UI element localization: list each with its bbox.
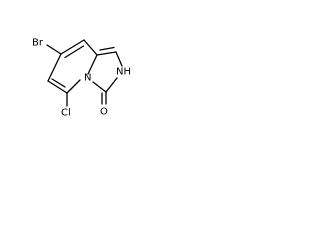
bond-c8-c8a xyxy=(83,39,98,56)
bond-c1-n2 xyxy=(115,51,123,67)
atom-label-bromine: Br xyxy=(32,38,44,49)
bond-n4-c5 xyxy=(66,79,81,94)
bond-c5-c6-inner xyxy=(51,78,66,88)
bond-c8a-c1 xyxy=(96,51,117,56)
bond-c7-br xyxy=(46,44,62,55)
atom-label-nh: NH xyxy=(116,67,131,78)
bond-c8a-c1-inner xyxy=(99,46,115,51)
bond-c3-n4 xyxy=(92,81,107,93)
bond-c7-c8-inner xyxy=(64,45,85,59)
atom-label-chlorine: Cl xyxy=(61,108,71,119)
bond-n2-c3 xyxy=(105,77,118,93)
bond-c7-c8 xyxy=(60,39,85,55)
chemical-structure-diagram: Br NH N Cl O xyxy=(32,38,131,119)
atom-label-bridgehead-nitrogen: N xyxy=(84,73,91,84)
bond-c6-c7 xyxy=(47,53,62,82)
bond-c8a-n4 xyxy=(87,54,98,75)
bond-c5-c6 xyxy=(47,80,68,94)
atom-label-oxygen: O xyxy=(100,107,108,118)
